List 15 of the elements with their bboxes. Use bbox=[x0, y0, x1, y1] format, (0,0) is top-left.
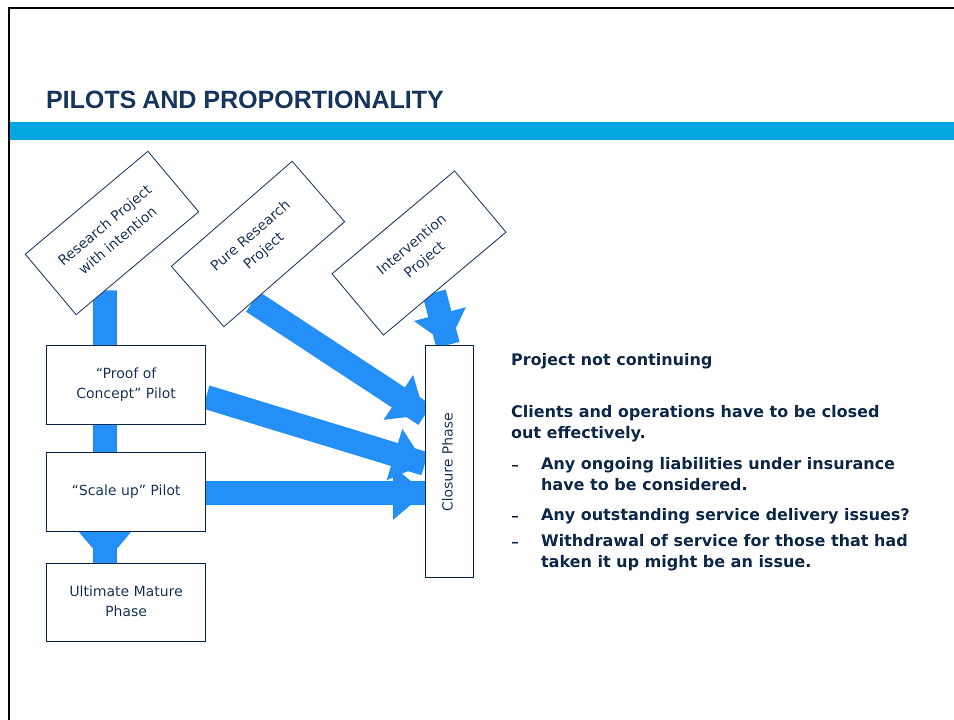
phase-bar bbox=[425, 345, 474, 578]
bullet-text: Any outstanding service delivery issues? bbox=[541, 505, 911, 526]
node-label: Closure Phase bbox=[440, 412, 458, 511]
stage-box bbox=[46, 345, 206, 425]
node-label: “Proof of Concept” Pilot bbox=[75, 365, 177, 404]
stage-box bbox=[46, 563, 206, 642]
bullet-text: Withdrawal of service for those that had taken it up might be an issue. bbox=[541, 531, 909, 573]
note-text: Project not continuing bbox=[511, 350, 714, 371]
stage-box bbox=[46, 452, 206, 532]
node-label: Ultimate Mature Phase bbox=[68, 582, 184, 622]
note-text: Clients and operations have to be closed out effectively. bbox=[511, 402, 880, 444]
bullet-text: Any ongoing liabilities under insurance have to be considered. bbox=[541, 454, 896, 496]
block-arrow bbox=[78, 531, 132, 563]
slide-title: PILOTS AND PROPORTIONALITY bbox=[46, 86, 444, 115]
node-label: “Scale up” Pilot bbox=[70, 482, 182, 502]
